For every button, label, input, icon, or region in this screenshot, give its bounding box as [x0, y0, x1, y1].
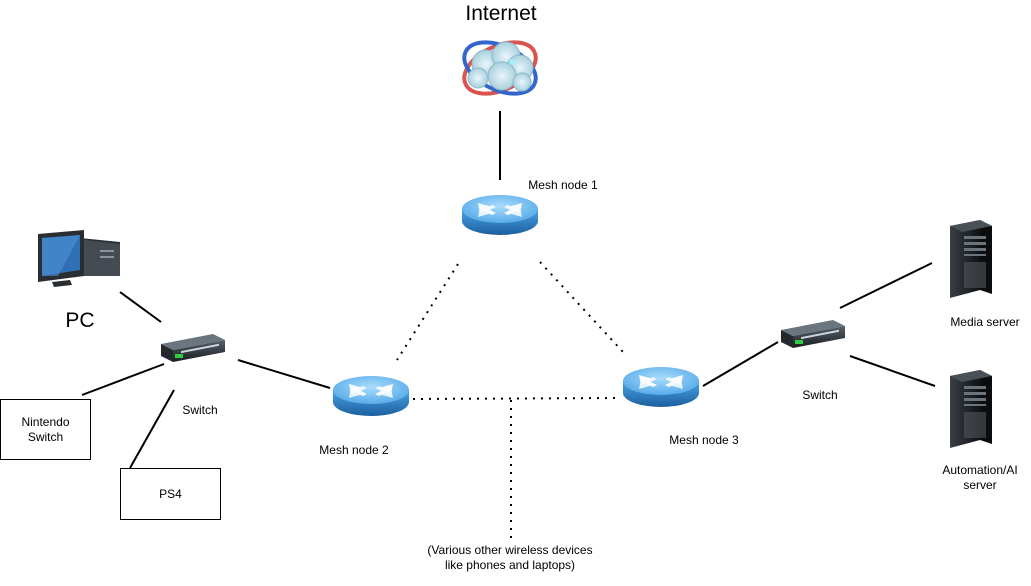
network-switch-icon-right — [781, 320, 845, 348]
link-switch-media — [839, 262, 933, 309]
nintendo-switch-label-line1: Nintendo — [21, 414, 70, 429]
ps4-label: PS4 — [159, 486, 182, 501]
pc-label: PC — [65, 309, 95, 332]
internet-label: Internet — [465, 2, 537, 25]
wireless-devices-label-line2: like phones and laptops) — [444, 558, 576, 572]
nintendo-switch-label-line2: Switch — [27, 429, 64, 444]
media-server-label: Media server — [950, 315, 1020, 329]
link-switch-mesh2 — [237, 359, 331, 389]
wireless-devices-label: (Various other wireless devices like pho… — [410, 543, 610, 573]
desktop-pc-icon — [38, 230, 120, 287]
mesh-node-2-label: Mesh node 2 — [319, 443, 389, 457]
server-tower-icon-media — [950, 220, 992, 298]
nintendo-switch-box: Nintendo Switch — [0, 399, 91, 460]
router-icon-mesh1 — [462, 195, 538, 235]
globe-cloud-icon — [462, 40, 538, 96]
link-switch-ps4 — [129, 389, 175, 469]
automation-server-label-line2: server — [963, 478, 997, 492]
solid-links — [81, 111, 936, 469]
switch-right-label: Switch — [802, 388, 838, 402]
wireless-mesh1-mesh3 — [539, 261, 624, 353]
automation-server-label-line1: Automation/AI — [942, 463, 1018, 477]
router-icon-mesh3 — [623, 367, 699, 407]
wireless-mesh1-mesh2 — [396, 263, 459, 361]
wireless-links — [396, 261, 624, 540]
mesh-node-3-label: Mesh node 3 — [669, 433, 739, 447]
link-switch-nintendo — [81, 363, 165, 396]
network-switch-icon-left — [161, 334, 225, 362]
ps4-box: PS4 — [120, 468, 221, 520]
link-mesh3-switch — [702, 341, 779, 387]
link-pc-switch — [119, 291, 162, 323]
link-switch-automation — [849, 355, 936, 387]
router-icon-mesh2 — [333, 376, 409, 416]
wireless-mesh2-mesh3 — [412, 397, 622, 400]
switch-left-label: Switch — [182, 403, 218, 417]
mesh-node-1-label: Mesh node 1 — [528, 178, 598, 192]
automation-server-label: Automation/AI server — [932, 463, 1028, 493]
wireless-devices-label-line1: (Various other wireless devices — [427, 543, 593, 557]
server-tower-icon-automation — [950, 370, 992, 448]
